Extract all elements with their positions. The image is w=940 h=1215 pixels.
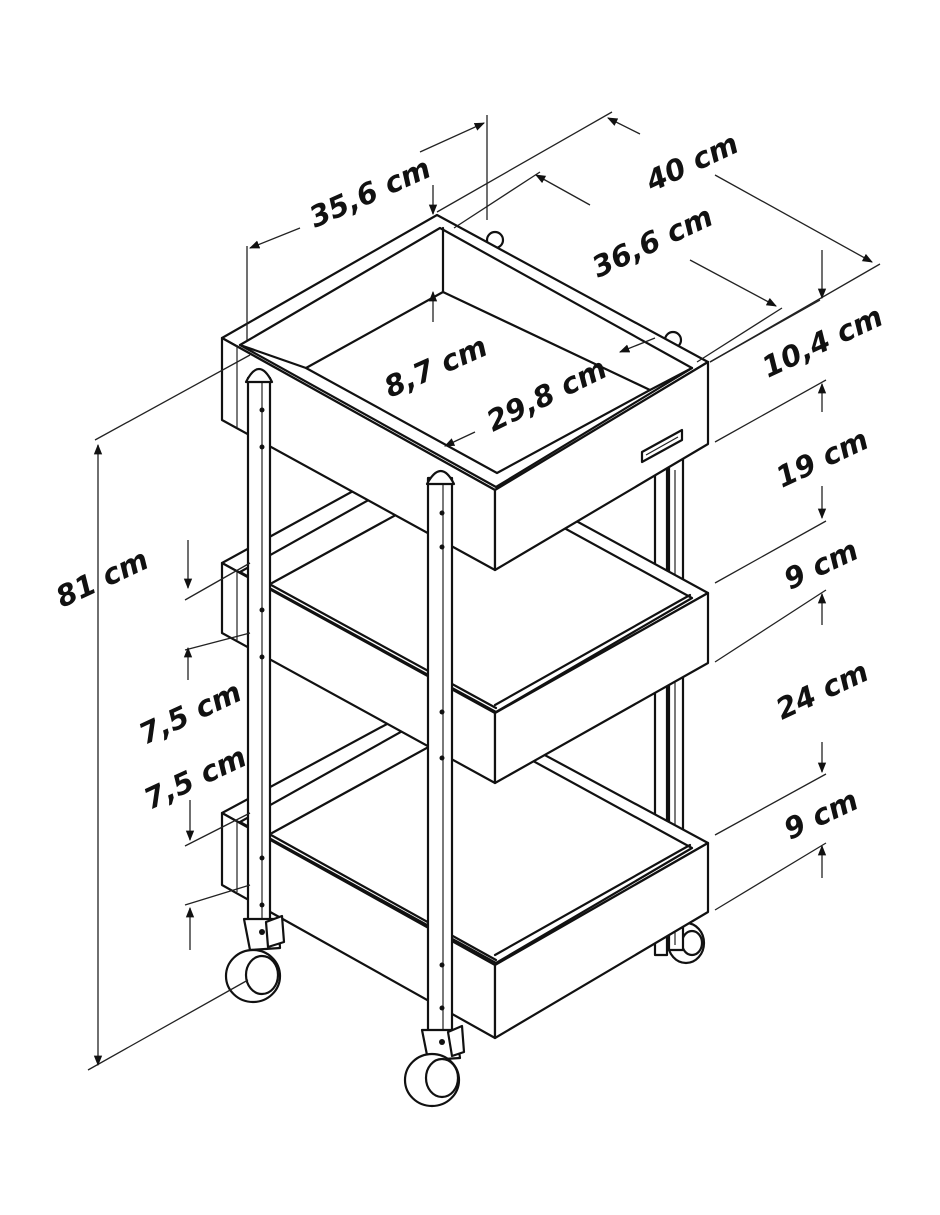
front-right-wheel: [403, 1024, 466, 1108]
front-right-post: [425, 469, 456, 1035]
dim-middle-tray-side: 7,5 cm: [134, 675, 247, 752]
dim-gap-bottom: 24 cm: [771, 654, 874, 726]
front-left-post: [244, 367, 274, 923]
dim-gap-top: 19 cm: [771, 422, 874, 494]
dim-overall-depth: 40 cm: [640, 126, 744, 199]
dimension-lines: [87, 111, 881, 1071]
dim-bottom-tray-height: 9 cm: [779, 783, 864, 847]
dim-inner-depth: 36,6 cm: [587, 199, 718, 284]
bottom-tray: [220, 695, 710, 1040]
dim-top-width: 35,6 cm: [304, 151, 436, 235]
top-tray: [220, 213, 710, 572]
dim-overall-height: 81 cm: [51, 542, 154, 614]
middle-tray: [220, 443, 710, 785]
dim-bottom-tray-side: 7,5 cm: [139, 740, 252, 817]
dim-middle-tray-height: 9 cm: [779, 533, 864, 597]
brand-plate: [640, 428, 684, 464]
front-left-wheel: [224, 914, 286, 1004]
